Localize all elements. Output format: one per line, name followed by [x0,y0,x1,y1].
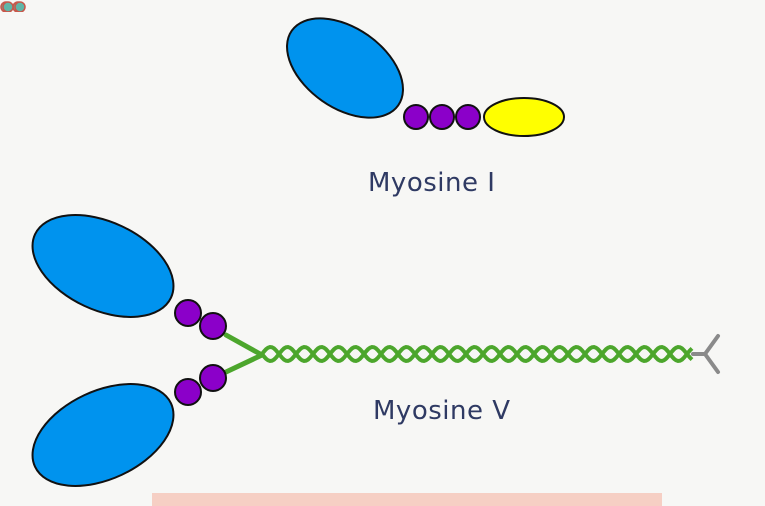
myosin-5-head-upper [31,214,175,318]
myosin-5-helix-strand-a [260,344,694,364]
myosin-5-cargo-binding-fork [691,334,720,374]
myosin-1 [286,17,565,137]
myosin-5-helix-strand-b [260,344,694,364]
myosin-5 [31,214,720,487]
myosin-5-neck-lower [223,352,265,375]
myosin-1-head [286,17,404,119]
bottom-strip [152,493,662,506]
myosin-1-light-chain-2 [429,104,455,130]
myosin-5-neck-upper [223,332,265,358]
myosin-5-coiled-coil [260,344,694,364]
myosin-1-light-chain-3 [455,104,481,130]
myosin-5-light-chain-upper-2 [199,312,227,340]
myosin-5-light-chain-lower-1 [199,364,227,392]
myosin-5-light-chain-upper-1 [174,299,202,327]
myosin-5-head-lower [31,383,175,487]
myosin-5-label: Myosine V [373,396,511,426]
strip-decoration-right-icon [2,1,26,12]
myosin-1-tail-domain [483,97,565,137]
myosin-1-light-chain-1 [403,104,429,130]
myosin-5-light-chain-lower-2 [174,378,202,406]
myosin-1-label: Myosine I [368,168,496,198]
